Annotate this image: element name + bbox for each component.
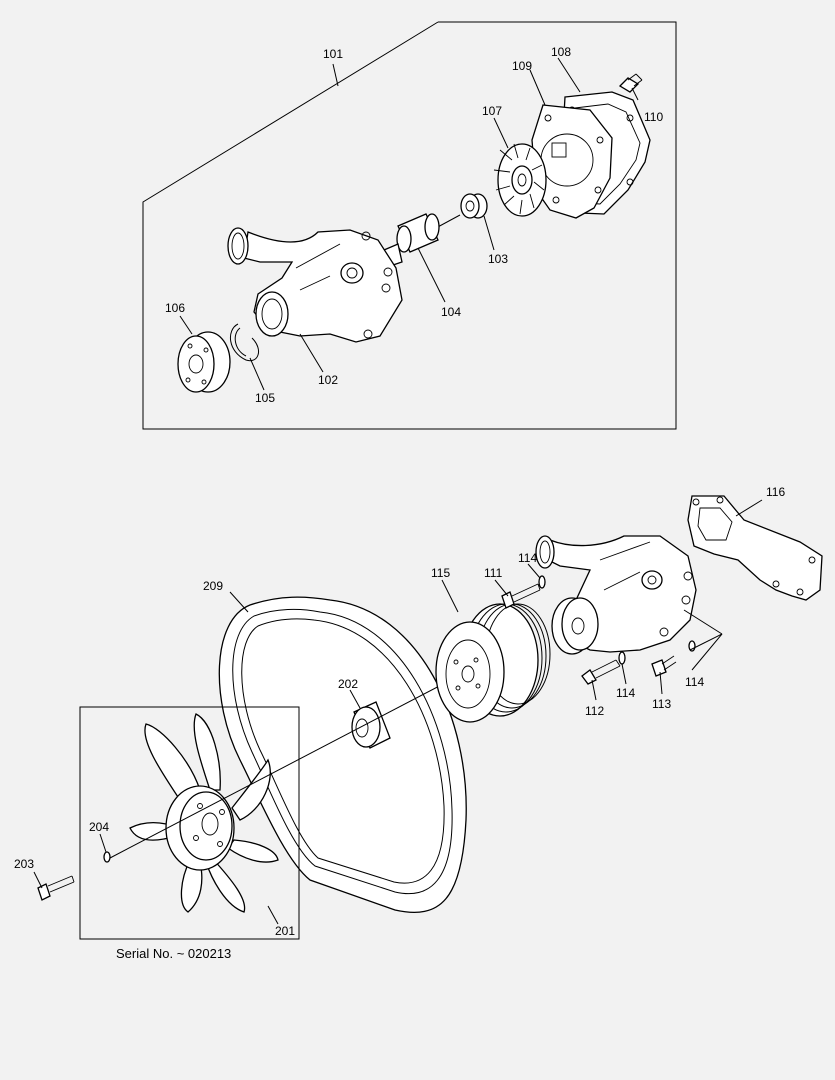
- callout-201: 201: [275, 924, 295, 938]
- callout-203: 203: [14, 857, 34, 871]
- part-204-washer: [103, 851, 111, 863]
- part-202-spacer: [351, 701, 391, 749]
- callout-107: 107: [482, 104, 502, 118]
- part-112-bolt: [581, 659, 621, 685]
- callout-114-right: 114: [685, 675, 704, 689]
- part-111-bolt: [501, 583, 541, 609]
- callout-105: 105: [255, 391, 275, 405]
- assembled-water-pump: [535, 535, 697, 655]
- serial-number-caption: Serial No. ~ 020213: [116, 946, 231, 961]
- callout-113: 113: [652, 697, 671, 711]
- part-203-bolt: [37, 875, 75, 901]
- callout-115: 115: [431, 566, 450, 580]
- callout-209: 209: [203, 579, 223, 593]
- callout-110: 110: [644, 110, 663, 124]
- part-103-seal: [460, 193, 488, 219]
- callout-103: 103: [488, 252, 508, 266]
- part-209-v-belt: [218, 596, 467, 914]
- part-102-pump-body: [227, 227, 403, 343]
- callout-106: 106: [165, 301, 185, 315]
- part-114-washer-b: [618, 651, 626, 665]
- callout-112: 112: [585, 704, 604, 718]
- part-106-flange-hub: [177, 331, 231, 393]
- callout-114-top: 114: [518, 551, 537, 565]
- callout-101: 101: [323, 47, 343, 61]
- callout-108: 108: [551, 45, 571, 59]
- callout-204: 204: [89, 820, 109, 834]
- part-201-fan: [129, 713, 279, 913]
- part-115-pulley: [435, 603, 551, 723]
- part-105-snap-ring: [230, 323, 260, 362]
- part-113-bolt: [651, 655, 677, 677]
- top-leader-lines: [179, 57, 639, 391]
- part-107-impeller: [493, 143, 547, 217]
- part-104-shaft-bearing: [383, 213, 461, 267]
- part-110-bolt: [618, 73, 643, 93]
- callout-labels: 101 108 109 107 110 103 104 106 102 105 …: [14, 45, 785, 961]
- part-116-gasket: [687, 495, 823, 601]
- callout-114-mid: 114: [616, 686, 635, 700]
- part-114-washer-a: [538, 575, 546, 589]
- callout-109: 109: [512, 59, 532, 73]
- callout-116: 116: [766, 485, 785, 499]
- bottom-leader-lines: [33, 499, 763, 925]
- callout-202: 202: [338, 677, 358, 691]
- callout-104: 104: [441, 305, 461, 319]
- water-pump-kit-frame: [142, 21, 677, 430]
- callout-102: 102: [318, 373, 338, 387]
- callout-111: 111: [484, 566, 503, 580]
- fan-detail-frame: [79, 706, 300, 940]
